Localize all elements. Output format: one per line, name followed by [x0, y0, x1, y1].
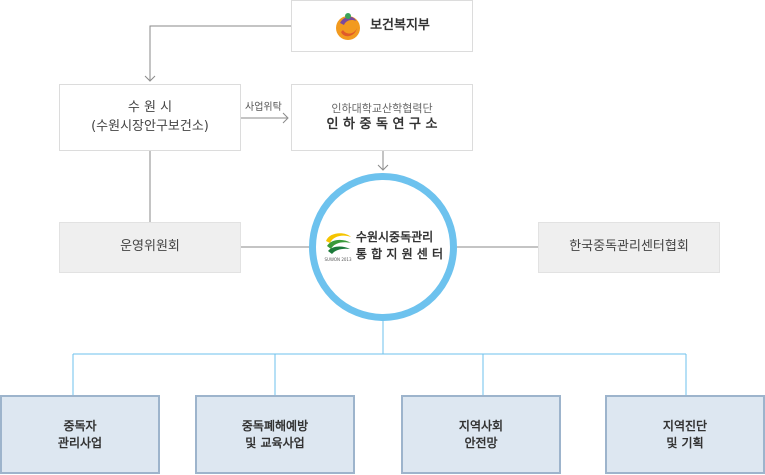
inha-org-name: 인하대학교산학협력단: [331, 101, 433, 115]
suwon-city-subtitle: (수원시장안구보건소): [91, 118, 209, 134]
association-label: 한국중독관리센터협회: [569, 239, 689, 255]
center-logo-text: SUWON 2013: [324, 257, 351, 262]
center-content: SUWON 2013 수원시중독관리 통 합 지 원 센 터: [320, 225, 446, 267]
program-3-line1: 지역사회: [458, 418, 504, 433]
suwon-city-title: 수 원 시: [127, 100, 173, 116]
committee-label: 운영위원회: [120, 239, 180, 255]
ministry-name: 보건복지부: [370, 17, 430, 33]
inha-box: 인하대학교산학협력단 인 하 중 독 연 구 소: [291, 84, 473, 151]
association-box: 한국중독관리센터협회: [538, 222, 720, 273]
program-4-line2: 및 기획: [666, 435, 704, 450]
delegation-label: 사업위탁: [245, 102, 282, 113]
center-name-line2: 통 합 지 원 센 터: [355, 247, 444, 261]
center-name-line1: 수원시중독관리: [355, 230, 434, 245]
program-2-line2: 및 교육사업: [245, 435, 305, 450]
center-circle: [309, 173, 457, 321]
program-4-line1: 지역진단: [662, 418, 708, 433]
program-1-line1: 중독자: [63, 418, 97, 433]
program-2-line1: 중독폐해예방: [241, 418, 309, 433]
ministry-logo-icon: [334, 11, 362, 41]
program-box-community-safety-net: 지역사회 안전망: [401, 395, 561, 474]
suwon-city-box: 수 원 시 (수원시장안구보건소): [59, 84, 241, 151]
program-box-prevention-education: 중독폐해예방 및 교육사업: [195, 395, 355, 474]
inha-institute-name: 인 하 중 독 연 구 소: [326, 117, 438, 133]
ministry-box: 보건복지부: [291, 0, 473, 52]
program-box-addict-management: 중독자 관리사업: [0, 395, 160, 474]
committee-box: 운영위원회: [59, 222, 241, 273]
program-1-line2: 관리사업: [57, 435, 103, 450]
program-box-regional-diagnosis: 지역진단 및 기획: [605, 395, 765, 474]
program-3-line2: 안전망: [464, 435, 498, 450]
center-logo-icon: SUWON 2013: [323, 229, 353, 263]
